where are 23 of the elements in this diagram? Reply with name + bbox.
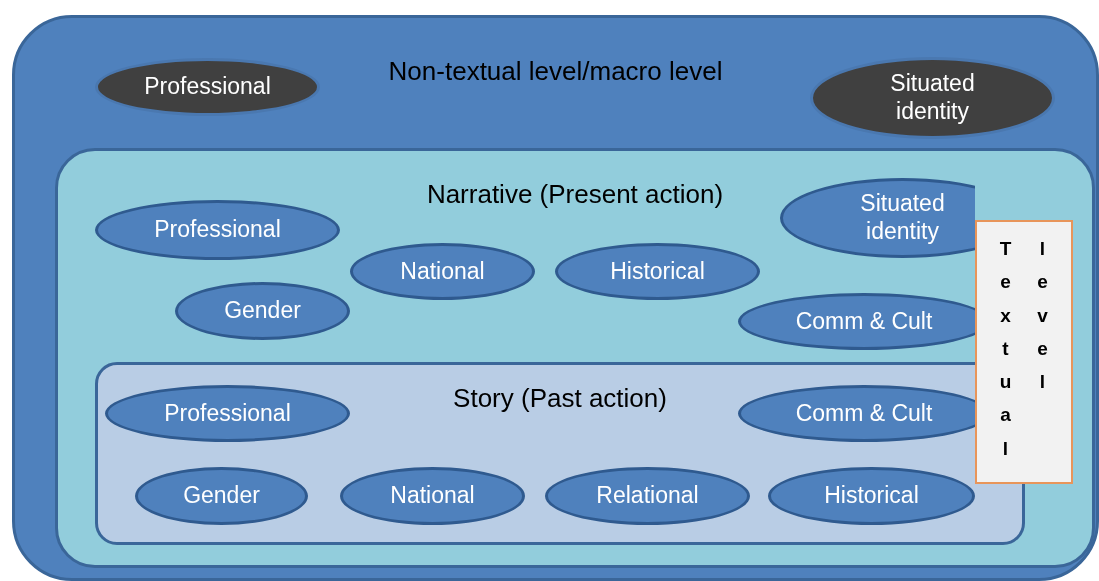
identity-ellipse: Professional xyxy=(95,200,340,260)
level-title: Narrative (Present action) xyxy=(426,179,724,210)
level-title: Non-textual level/macro level xyxy=(388,56,723,87)
label-box xyxy=(975,220,1073,484)
identity-ellipse: Comm & Cult xyxy=(738,293,975,350)
vertical-label: Textual xyxy=(998,237,1013,461)
vertical-label: level xyxy=(1036,237,1049,394)
level-title: Story (Past action) xyxy=(453,383,667,414)
identity-ellipse: Historical xyxy=(768,467,975,525)
story-panel xyxy=(95,362,1025,545)
identity-ellipse: National xyxy=(350,243,535,300)
identity-ellipse: Historical xyxy=(555,243,760,300)
narrative-panel xyxy=(55,148,1095,568)
identity-ellipse: Professional xyxy=(95,58,320,116)
identity-ellipse: Relational xyxy=(545,467,750,525)
identity-ellipse: National xyxy=(340,467,525,525)
identity-ellipse: Situated identity xyxy=(780,178,975,258)
identity-ellipse: Situated identity xyxy=(810,57,1055,139)
identity-ellipse: Gender xyxy=(175,282,350,340)
outer-level-panel xyxy=(12,15,1099,581)
identity-ellipse: Professional xyxy=(105,385,350,442)
identity-ellipse: Comm & Cult xyxy=(738,385,975,442)
identity-ellipse: Gender xyxy=(135,467,308,525)
